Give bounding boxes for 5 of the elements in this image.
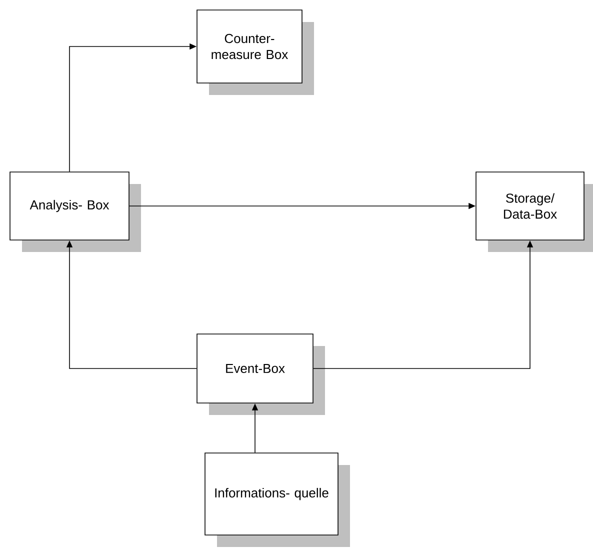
box: Counter- measure Box	[196, 10, 314, 95]
box: Event-Box	[196, 334, 325, 415]
box: Storage/ Data-Box	[476, 172, 593, 252]
box: Informations- quelle	[204, 452, 350, 547]
box: Analysis- Box	[10, 172, 141, 252]
